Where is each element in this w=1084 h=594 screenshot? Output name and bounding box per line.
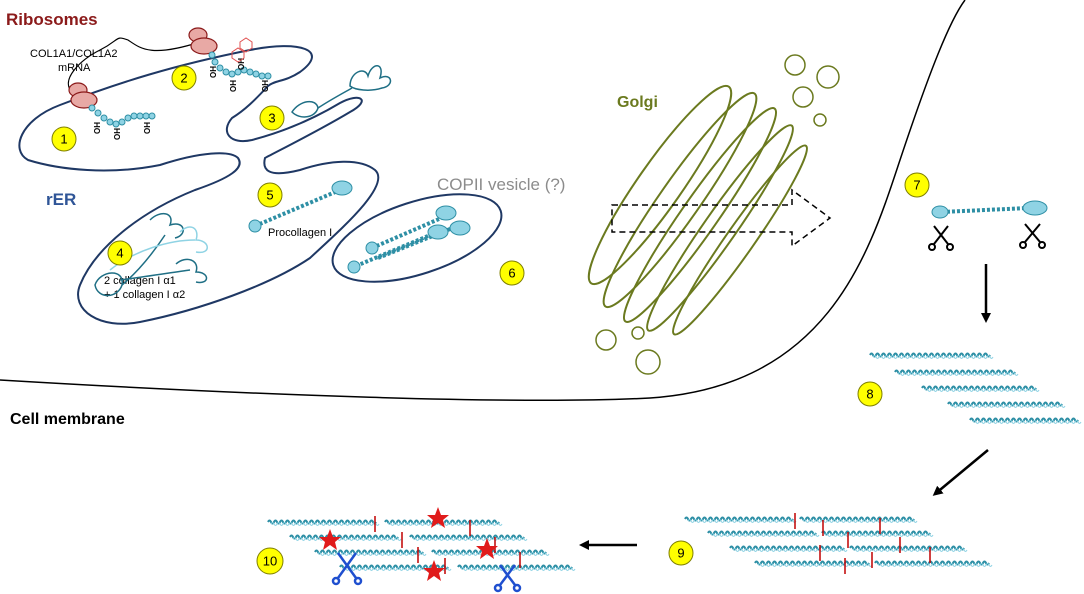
mrna-strand xyxy=(67,37,201,93)
step-badge-3: 3 xyxy=(259,105,285,131)
golgi-transport-arrow xyxy=(611,188,832,248)
fibril-strand xyxy=(897,372,1019,376)
step-badge-5: 5 xyxy=(257,182,283,208)
oh-label: OH xyxy=(209,66,218,78)
oh-label: OH xyxy=(261,80,270,92)
procollagen-label: Procollagen I xyxy=(268,227,332,239)
folding-chains-step3 xyxy=(291,65,392,118)
sugar-rings xyxy=(231,37,253,63)
oh-label: OH xyxy=(113,128,122,140)
chains-label-line2: + 1 collagen I α2 xyxy=(104,289,185,301)
fibril-strand xyxy=(950,404,1066,408)
fibril-strand xyxy=(707,530,817,536)
fibril-strand xyxy=(821,530,931,536)
fibril-strand xyxy=(339,564,449,570)
fibril-strand xyxy=(877,563,993,567)
fibril-strand xyxy=(292,537,402,541)
star-icon xyxy=(423,560,445,581)
svg-text:4: 4 xyxy=(116,246,123,261)
rer-label: rER xyxy=(46,190,76,209)
hydroxyl-groups: OH OH OH OH OH OH OH xyxy=(93,58,270,140)
svg-text:2: 2 xyxy=(180,71,187,86)
golgi-label: Golgi xyxy=(617,94,658,111)
fibril-strand xyxy=(972,420,1082,424)
procollagen-cleavage xyxy=(931,200,1048,219)
fibril-strand xyxy=(267,519,377,525)
star-icon xyxy=(319,529,341,550)
collagen-fibrils-step8 xyxy=(869,352,1082,424)
star-icon xyxy=(476,538,498,559)
fibril-strand xyxy=(412,537,528,541)
step-badge-7: 7 xyxy=(904,172,930,198)
step-badge-8: 8 xyxy=(857,381,883,407)
copii-vesicle-label: COPII vesicle (?) xyxy=(437,175,565,194)
fibril-strand xyxy=(969,417,1079,423)
fibril-strand xyxy=(317,552,427,556)
star-icon xyxy=(427,507,449,528)
fibril-strand xyxy=(802,519,918,523)
collagen-fibrils-step10 xyxy=(267,516,576,574)
svg-text:8: 8 xyxy=(866,387,873,402)
scissors-icon xyxy=(493,564,522,593)
nascent-chain-2 xyxy=(208,51,272,80)
fibril-strand xyxy=(852,548,968,552)
oh-label: OH xyxy=(229,80,238,92)
fibril-strand xyxy=(314,549,424,555)
scissors-icon xyxy=(1019,223,1046,249)
step-badge-10: 10 xyxy=(256,547,284,575)
fibril-strand xyxy=(684,516,794,522)
arrow-icon xyxy=(932,449,989,496)
chain-assembly-step4 xyxy=(94,213,208,297)
oh-label: OH xyxy=(143,122,152,134)
fibril-strand xyxy=(687,519,797,523)
fibril-strand xyxy=(460,567,576,571)
svg-text:3: 3 xyxy=(268,111,275,126)
procollagen-molecule xyxy=(248,180,353,233)
step-badge-1: 1 xyxy=(51,126,77,152)
svg-text:5: 5 xyxy=(266,188,273,203)
copii-vesicle-outline xyxy=(331,193,503,283)
vesicle-procollagens xyxy=(347,205,471,274)
step-badge-4: 4 xyxy=(107,240,133,266)
nascent-chain-1 xyxy=(88,104,156,128)
ribosome-icon-1 xyxy=(68,82,98,109)
svg-text:9: 9 xyxy=(677,546,684,561)
scissors-icon xyxy=(928,225,954,251)
step-badge-6: 6 xyxy=(499,260,525,286)
golgi-vesicles xyxy=(595,54,840,375)
rer-outline xyxy=(18,45,380,325)
golgi-stack xyxy=(587,84,808,336)
fibril-strand xyxy=(824,533,934,537)
oh-label: OH xyxy=(237,58,246,70)
fibril-strand xyxy=(270,522,380,526)
svg-text:6: 6 xyxy=(508,266,515,281)
ribosome-icon-2 xyxy=(188,27,218,55)
step-badge-2: 2 xyxy=(171,65,197,91)
cell-membrane-label: Cell membrane xyxy=(10,411,125,428)
crosslink-stars xyxy=(319,507,498,581)
collagen-fibrils-step9 xyxy=(684,513,993,574)
fibril-strand xyxy=(710,533,820,537)
step-badge-9: 9 xyxy=(668,540,694,566)
fibril-strand xyxy=(387,522,503,526)
svg-text:1: 1 xyxy=(60,132,67,147)
cell-membrane-line xyxy=(0,0,966,402)
fibril-strand xyxy=(872,355,994,359)
svg-text:10: 10 xyxy=(263,554,277,569)
mrna-label-line2: mRNA xyxy=(58,62,91,74)
svg-text:7: 7 xyxy=(913,178,920,193)
fibril-strand xyxy=(757,563,873,567)
fibril-strand xyxy=(732,548,848,552)
ribosomes-label: Ribosomes xyxy=(6,10,98,29)
mrna-label-line1: COL1A1/COL1A2 xyxy=(30,48,117,60)
fibril-strand xyxy=(924,388,1040,392)
oh-label: OH xyxy=(93,122,102,134)
scissors-icon xyxy=(331,552,363,586)
fibril-strand xyxy=(289,534,399,540)
